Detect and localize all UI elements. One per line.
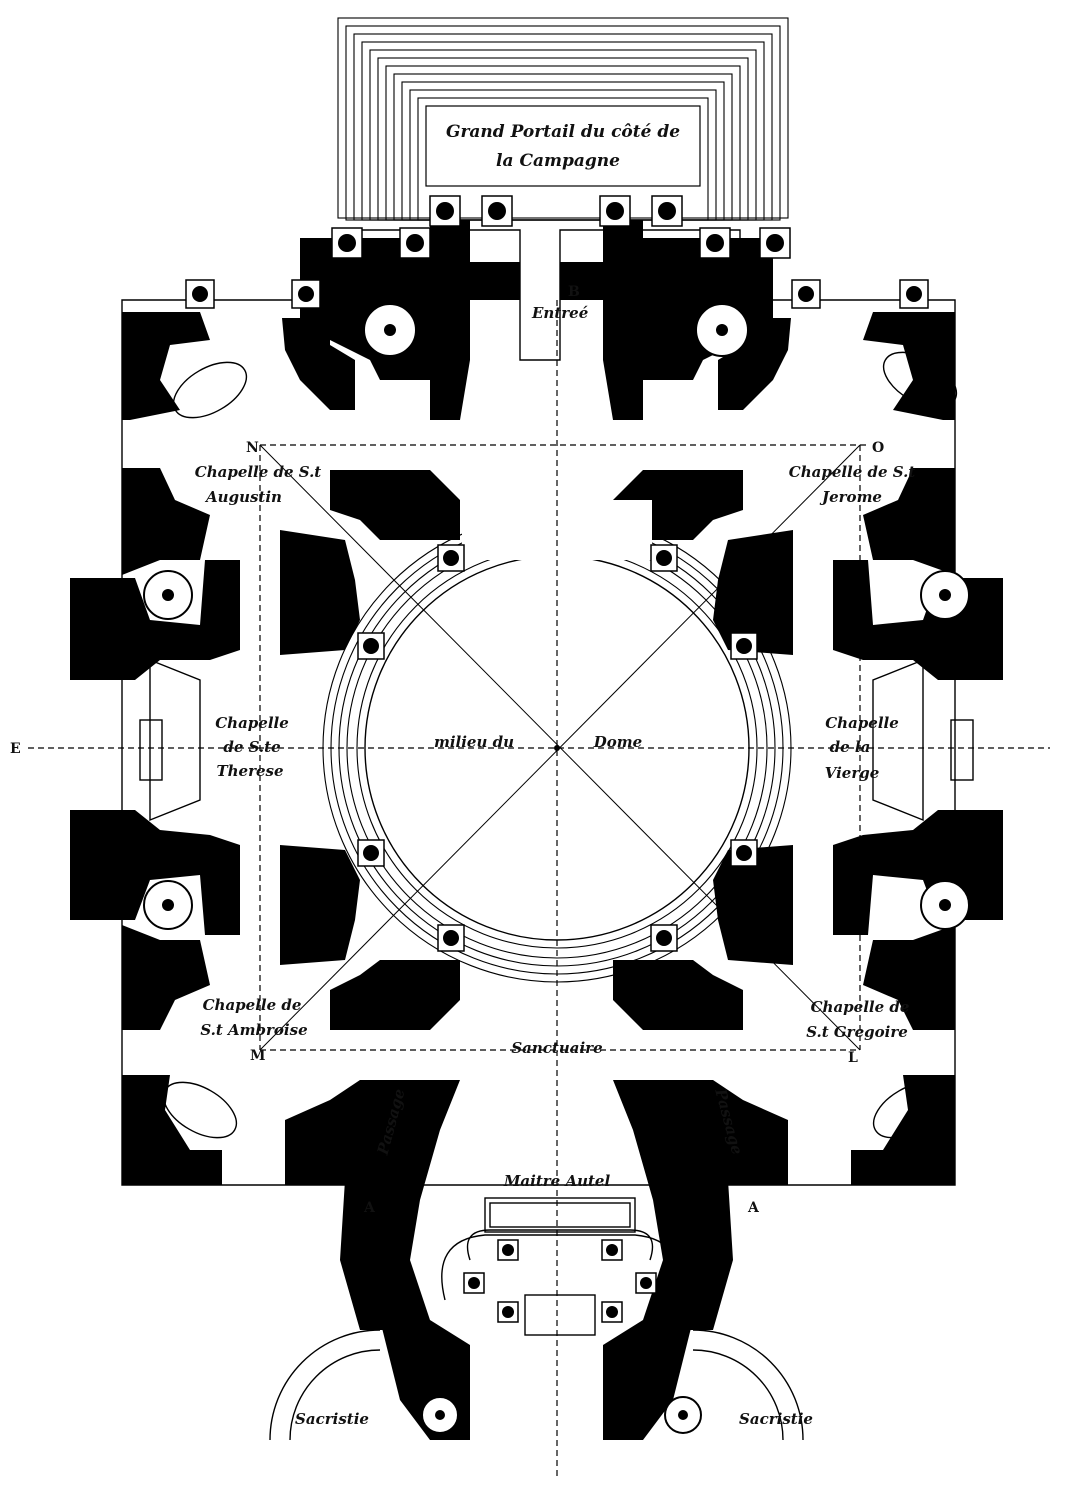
portal-label-line2: la Campagne (496, 151, 620, 171)
chapel-gregoire-line2: S.t Gregoire (806, 1023, 908, 1041)
sanctuaire-label: Sanctuaire (511, 1039, 602, 1057)
point-n-label: N (246, 440, 259, 456)
point-o-label: O (872, 440, 884, 456)
chapel-vierge-line3: Vierge (825, 764, 880, 782)
chapel-therese-line3: Therese (216, 762, 283, 780)
chapel-therese-line2: de S.te (223, 738, 280, 756)
portal-label-line1: Grand Portail du côté de (446, 122, 680, 142)
entree-label: Entreé (531, 304, 588, 322)
point-l-label: L (848, 1050, 858, 1066)
point-e-label: E (10, 741, 21, 757)
point-b-label: B (568, 284, 580, 300)
chapel-jerome-line1: Chapelle de S.t (789, 463, 916, 481)
sacristie-right-label: Sacristie (739, 1410, 813, 1428)
chapel-ambroise-line1: Chapelle de (203, 996, 302, 1014)
chapel-augustin-line2: Augustin (204, 488, 282, 506)
spiral-stairs (143, 303, 970, 1434)
point-m-label: M (250, 1048, 266, 1064)
point-a-left-label: A (363, 1200, 376, 1216)
entrance-steps (337, 17, 789, 221)
chapel-therese-line1: Chapelle (215, 714, 289, 732)
chapel-outlines (139, 351, 974, 1139)
chapel-ambroise-line2: S.t Ambroise (200, 1021, 307, 1039)
maitre-autel-label: Maitre Autel (503, 1172, 611, 1190)
sacristie-left-label: Sacristie (295, 1410, 369, 1428)
chapel-augustin-line1: Chapelle de S.t (195, 463, 322, 481)
main-walls (70, 220, 1003, 1441)
point-a-right-label: A (747, 1200, 760, 1216)
dome-columns (357, 544, 758, 952)
chapel-vierge-line1: Chapelle (825, 714, 899, 732)
entrance-columns (185, 195, 929, 309)
chapel-vierge-line2: de la (830, 738, 871, 756)
dome-center-line2: Dome (593, 733, 642, 751)
chapel-jerome-line2: Jerome (819, 488, 882, 506)
maitre-autel (441, 1197, 679, 1336)
reference-lines (28, 300, 1050, 1480)
chapel-gregoire-line1: Chapelle de (811, 998, 910, 1016)
dome-center-line1: milieu du (434, 733, 514, 751)
